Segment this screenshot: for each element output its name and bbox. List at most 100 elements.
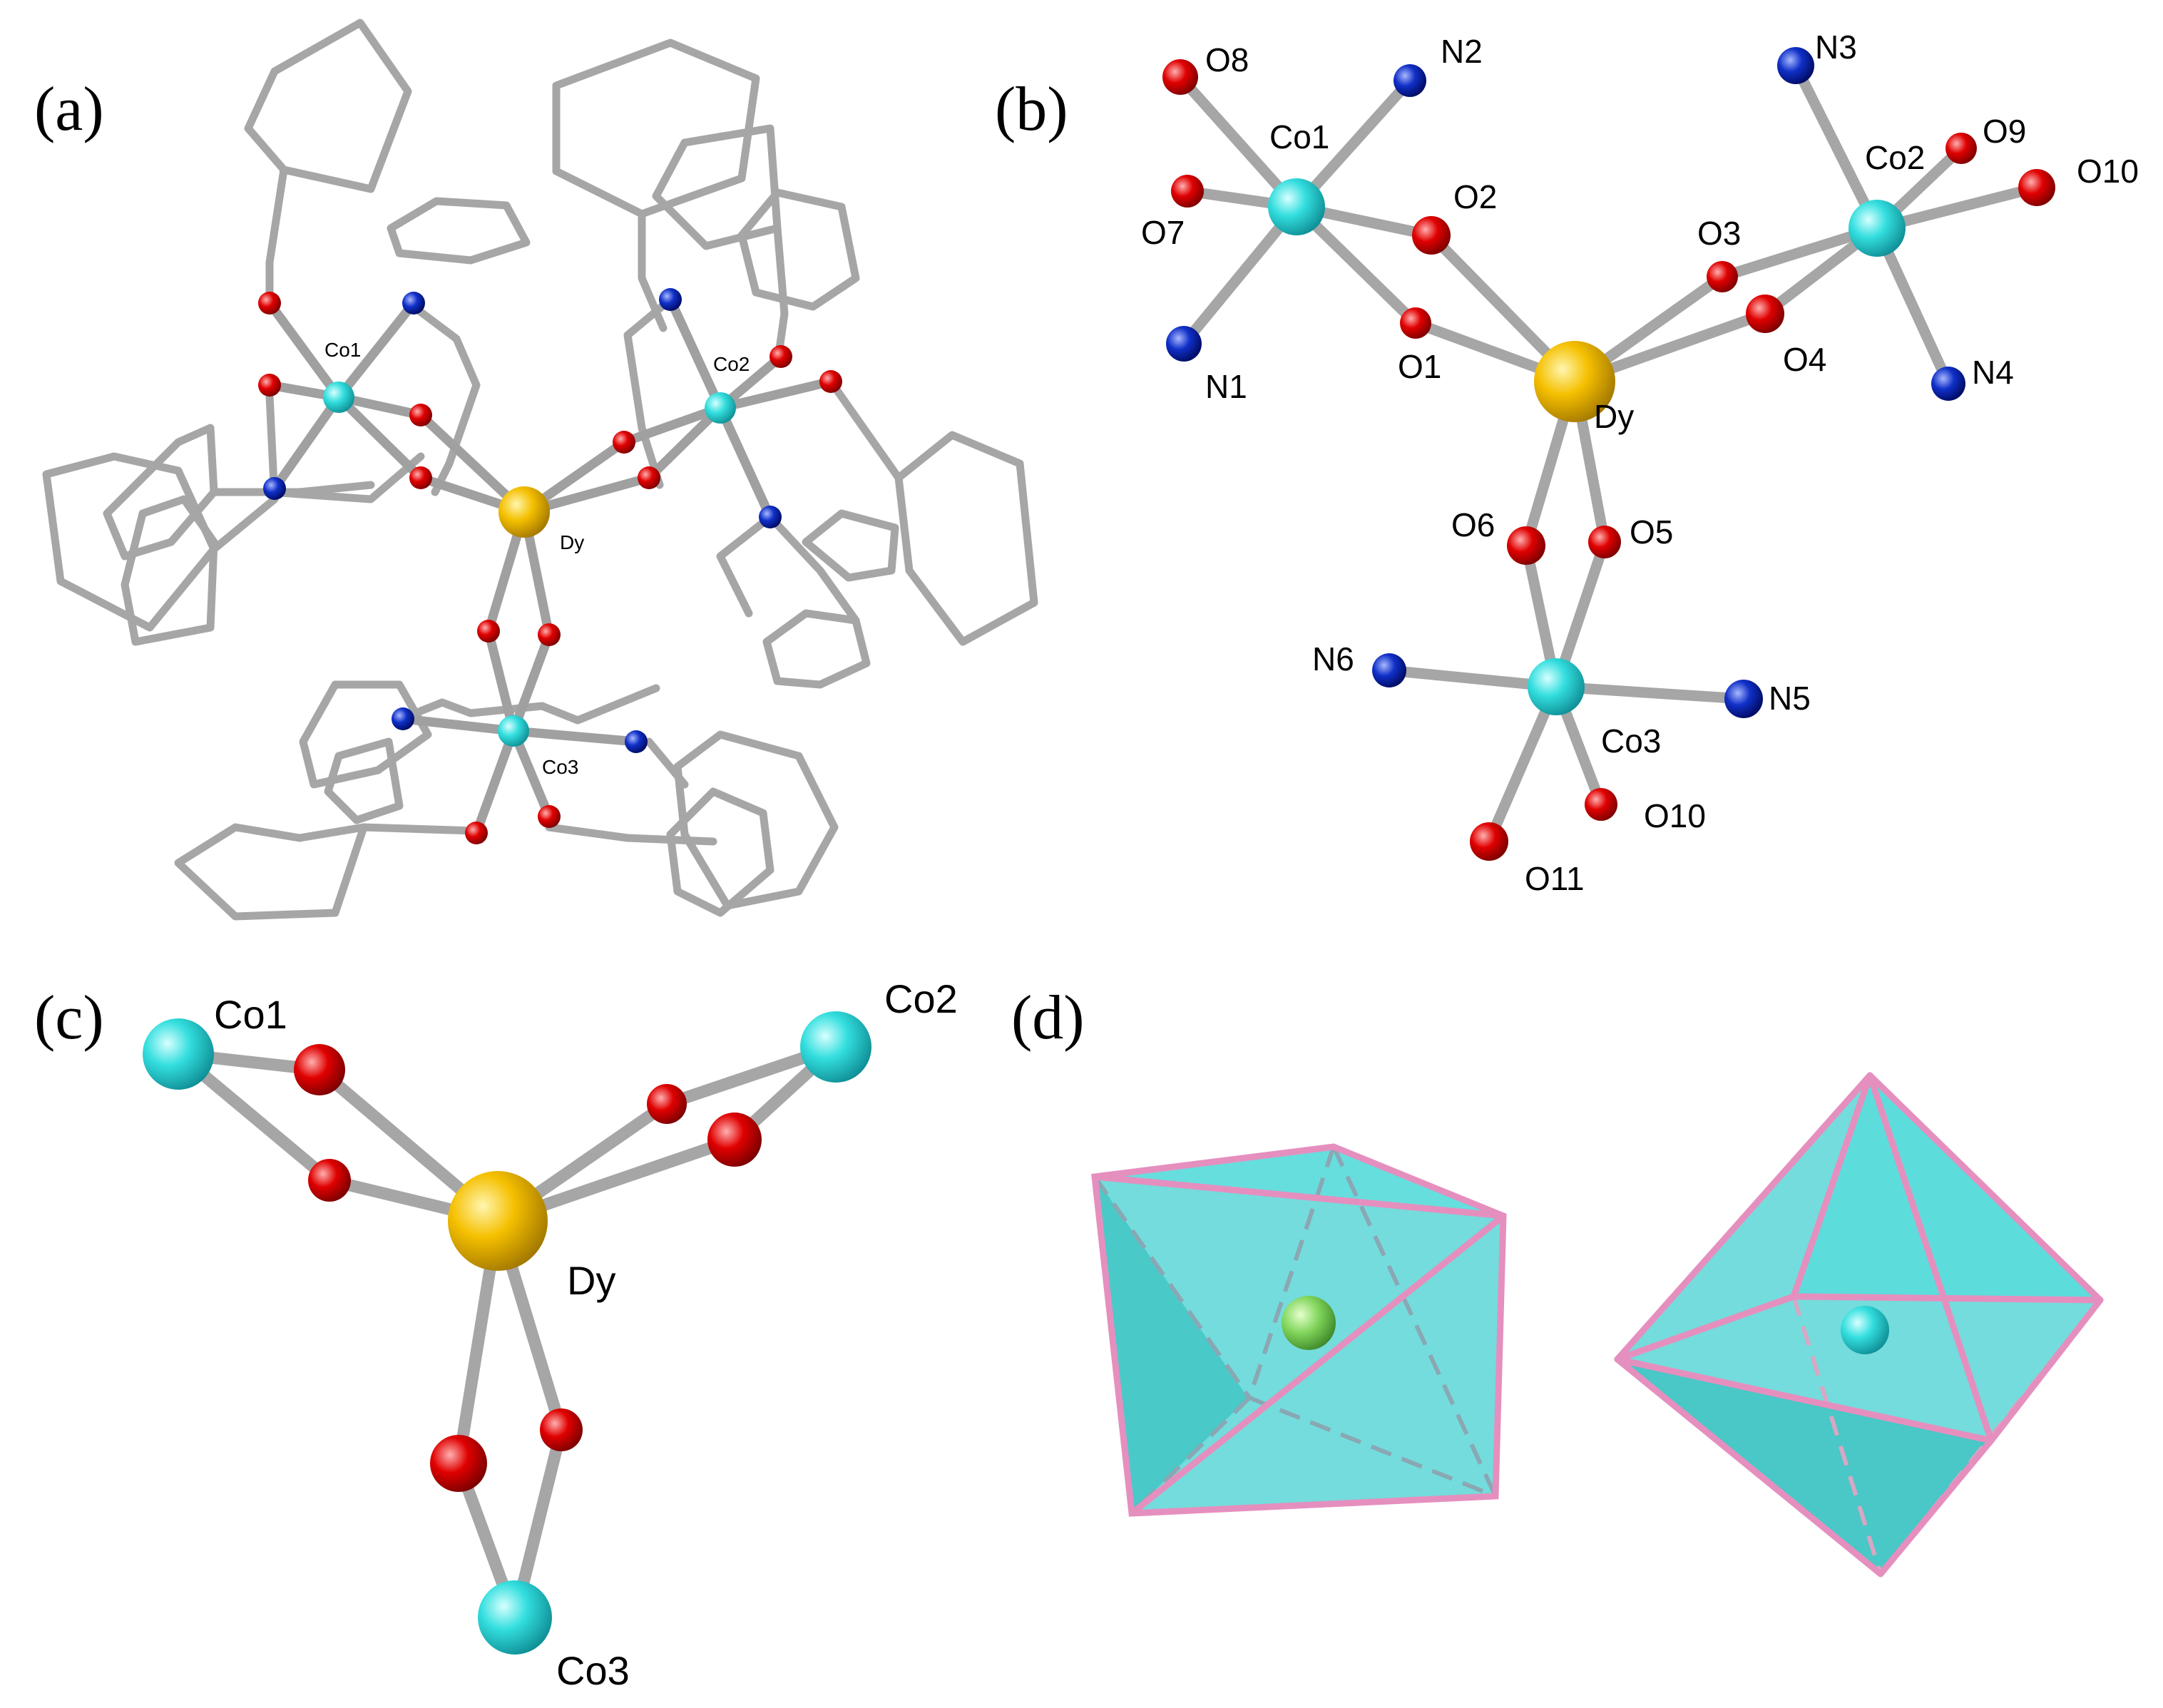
panel-a-n-atom (263, 477, 286, 500)
panel-b-o10-atom (2018, 169, 2055, 206)
panel-c-label-co3: Co3 (556, 1648, 630, 1693)
panel-d: (d) (1011, 983, 2104, 1577)
panel-b-label-n4: N4 (1972, 354, 2014, 391)
panel-a-dy-atom (498, 486, 550, 538)
panel-a-n-atom (402, 292, 425, 315)
panel-b-o4-atom (1746, 295, 1784, 333)
panel-a-co3-atom (498, 715, 529, 747)
panel-b-label-co1: Co1 (1269, 118, 1329, 155)
panel-b-label-dy: Dy (1594, 398, 1634, 435)
panel-c-atoms (143, 1011, 871, 1655)
panel-b-label-co3: Co3 (1601, 722, 1661, 760)
panel-c-co2-atom (800, 1011, 871, 1083)
panel-a-atom-labels: Co1 Co2 Dy Co3 (324, 339, 750, 778)
panel-b-n3-atom (1777, 47, 1814, 84)
panel-b-n5-atom (1724, 680, 1763, 718)
panel-b-n2-atom (1394, 64, 1426, 97)
panel-b-o5-atom (1588, 526, 1621, 558)
panel-c-label-co1: Co1 (214, 992, 287, 1037)
panel-a-o-atom (409, 404, 432, 426)
panel-c-o-atom (430, 1435, 487, 1492)
panel-a-label-co3: Co3 (542, 756, 578, 778)
panel-b-label-n5: N5 (1769, 680, 1811, 717)
panel-a-label-co1: Co1 (324, 339, 361, 361)
panel-b-o7-atom (1171, 175, 1204, 208)
panel-a-o-atom (769, 345, 792, 368)
panel-c-o-atom (294, 1044, 345, 1095)
co-center-sphere (1841, 1306, 1889, 1354)
panel-a-co2-atom (705, 392, 736, 424)
panel-b-label-o3: O3 (1697, 215, 1741, 252)
co-coordination-octahedron (1614, 1072, 2104, 1577)
panel-b-co1-atom (1268, 178, 1325, 235)
panel-b-label-o6: O6 (1451, 506, 1495, 543)
panel-a-n-atom (759, 506, 782, 528)
panel-c-label-co2: Co2 (884, 976, 958, 1021)
panel-b-o8-atom (1162, 59, 1198, 95)
panel-b-o3-atom (1707, 261, 1738, 292)
panel-a-label-dy: Dy (560, 531, 584, 553)
panel-a-o-atom (477, 620, 500, 643)
panel-b-label-o4: O4 (1783, 341, 1826, 378)
panel-b-n6-atom (1372, 653, 1406, 687)
panel-b-o2-atom (1412, 216, 1451, 255)
panel-b-dy-atom (1534, 341, 1615, 422)
panel-b-label-o2: O2 (1453, 178, 1497, 215)
panel-c-label-dy: Dy (567, 1258, 615, 1303)
panel-b-label-o9: O9 (1983, 113, 2026, 150)
panel-c-o-atom (707, 1113, 762, 1167)
panel-a-o-atom (258, 292, 281, 315)
panel-c-o-atom (308, 1159, 351, 1202)
panel-b-co3-atom (1528, 658, 1585, 715)
panel-b-label-co2: Co2 (1865, 139, 1925, 176)
panel-b-label-o10: O10 (2077, 153, 2139, 190)
panel-b-label-o8: O8 (1205, 41, 1249, 78)
panel-b-label-n3: N3 (1815, 29, 1857, 66)
panel-a-o-atom (258, 374, 281, 397)
panel-c-atom-labels: Co1 Co2 Dy Co3 (214, 976, 958, 1693)
panel-b-label-o5: O5 (1630, 513, 1673, 551)
panel-b-letter: (b) (995, 75, 1068, 144)
panel-b-o10-lower-atom (1585, 788, 1617, 821)
panel-d-letter: (d) (1011, 983, 1085, 1053)
panel-a-o-atom (465, 822, 488, 844)
panel-b-label-n2: N2 (1441, 33, 1483, 70)
panel-b-co2-atom (1848, 200, 1906, 257)
panel-b-label-o7: O7 (1141, 214, 1185, 251)
panel-a-letter: (a) (34, 75, 104, 144)
panel-a-n-atom (392, 707, 414, 730)
panel-c: (c) Co1 (34, 976, 958, 1693)
panel-a-ligand-sticks (42, 19, 1038, 921)
panel-b-o9-atom (1945, 133, 1977, 164)
dy-coordination-polyhedron (1091, 1143, 1507, 1517)
panel-b-n1-atom (1166, 326, 1202, 362)
panel-b-label-n1: N1 (1205, 368, 1247, 405)
panel-a: (a) (34, 19, 1038, 921)
panel-a-n-atom (659, 288, 682, 311)
panel-b-label-o11: O11 (1525, 860, 1585, 897)
panel-b-label-o10-lower: O10 (1644, 797, 1706, 834)
panel-c-o-atom (540, 1408, 583, 1451)
panel-c-co1-atom (143, 1018, 214, 1090)
panel-a-label-co2: Co2 (713, 353, 750, 375)
panel-a-o-atom (409, 466, 432, 489)
panel-a-o-atom (538, 623, 561, 646)
panel-a-o-atom (638, 466, 660, 489)
panel-b-n4-atom (1931, 367, 1965, 401)
panel-b-o11-atom (1470, 822, 1508, 861)
panel-b-o1-atom (1400, 307, 1431, 339)
panel-c-co3-atom (478, 1580, 552, 1655)
panel-a-o-atom (613, 431, 635, 454)
dy-center-sphere (1282, 1296, 1336, 1350)
panel-b-atoms (1162, 47, 2055, 861)
panel-c-o-atom (647, 1084, 687, 1124)
panel-c-dy-atom (448, 1171, 548, 1271)
panel-a-o-atom (538, 805, 561, 828)
panel-a-co1-atom (323, 382, 354, 413)
panel-b-label-o1: O1 (1398, 348, 1441, 385)
panel-b-atom-labels: O8 N2 Co1 O7 O2 O1 N1 Dy N3 Co2 O9 O10 O… (1141, 29, 2139, 897)
panel-b: (b) (995, 29, 2139, 897)
panel-a-n-atom (625, 730, 648, 753)
panel-a-o-atom (819, 370, 842, 393)
